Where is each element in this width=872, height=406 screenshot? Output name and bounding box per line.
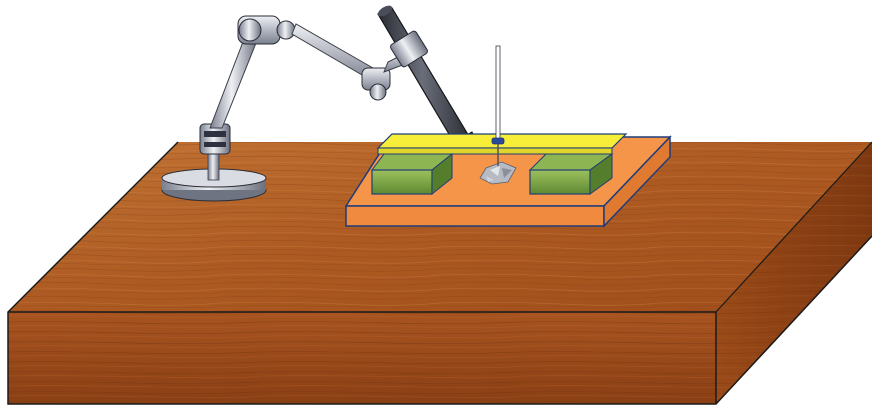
arm-elbow-cap: [239, 19, 261, 41]
arm-segment-lower: [210, 34, 258, 128]
green-block-left: [372, 154, 452, 194]
plate-front: [346, 206, 604, 226]
arm-wrist-knob: [370, 84, 386, 100]
table-front-grain: [8, 312, 716, 404]
needle-holder: [492, 138, 504, 144]
arm-lower-collar: [204, 131, 226, 137]
arm-elbow-knob: [277, 21, 295, 39]
clamp-bar-front: [378, 148, 612, 154]
green-right-front: [530, 170, 590, 194]
green-left-front: [372, 170, 432, 194]
needle-shaft: [496, 46, 500, 140]
arm-lower-collar-2: [204, 142, 226, 147]
